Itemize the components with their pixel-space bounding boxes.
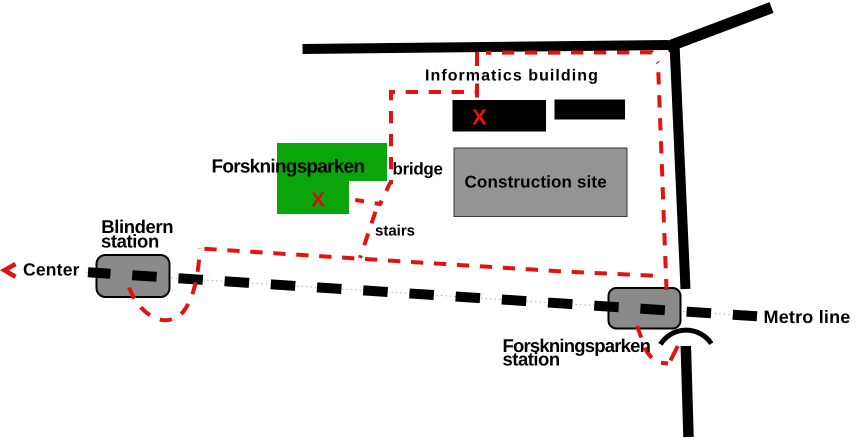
- svg-text:Construction site: Construction site: [465, 173, 607, 192]
- svg-text:bridge: bridge: [393, 160, 443, 179]
- svg-text:X: X: [472, 104, 487, 129]
- svg-text:station: station: [503, 348, 560, 369]
- svg-text:Center: Center: [23, 260, 80, 280]
- svg-text:Informatics building: Informatics building: [425, 68, 599, 85]
- svg-text:X: X: [311, 188, 325, 211]
- svg-text:Metro line: Metro line: [764, 307, 851, 327]
- svg-text:stairs: stairs: [375, 222, 415, 239]
- svg-text:Forskningsparken: Forskningsparken: [503, 335, 651, 356]
- svg-text:station: station: [101, 231, 159, 252]
- svg-text:Forskningsparken: Forskningsparken: [212, 157, 365, 178]
- svg-text:Blindern: Blindern: [101, 216, 173, 237]
